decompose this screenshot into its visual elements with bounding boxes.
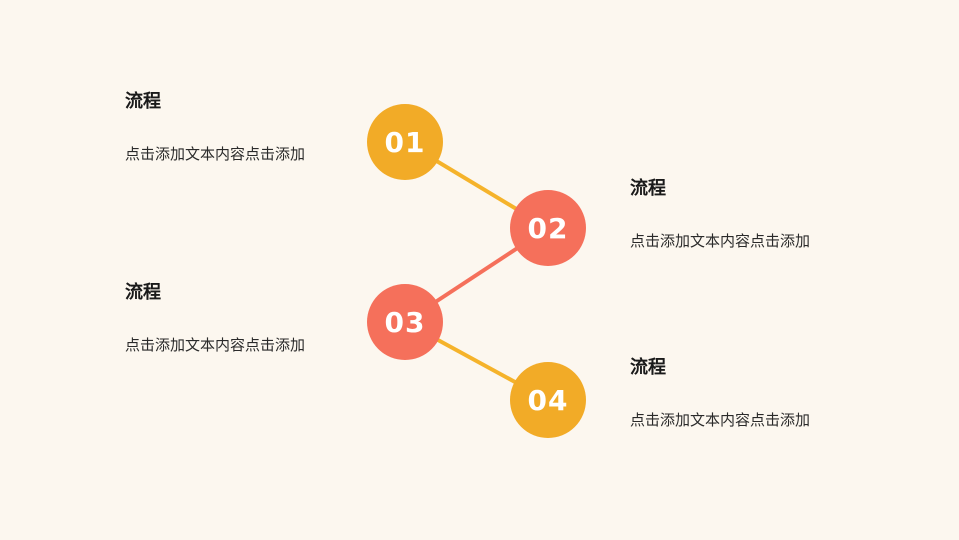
- step-title-04[interactable]: 流程: [630, 357, 666, 378]
- step-number-01: 01: [384, 125, 426, 159]
- step-circle-02[interactable]: 02: [510, 190, 586, 266]
- step-textblock-04: 流程 点击添加文本内容点击添加: [630, 356, 930, 430]
- step-number-03: 03: [384, 305, 426, 339]
- step-description-01[interactable]: 点击添加文本内容点击添加: [125, 145, 306, 163]
- step-description-02[interactable]: 点击添加文本内容点击添加: [630, 232, 811, 250]
- step-title-01[interactable]: 流程: [125, 91, 161, 112]
- step-circle-01[interactable]: 01: [367, 104, 443, 180]
- step-circle-03[interactable]: 03: [367, 284, 443, 360]
- step-circle-04[interactable]: 04: [510, 362, 586, 438]
- step-textblock-02: 流程 点击添加文本内容点击添加: [630, 177, 930, 251]
- step-description-03[interactable]: 点击添加文本内容点击添加: [125, 336, 306, 354]
- step-number-04: 04: [527, 383, 569, 417]
- step-textblock-03: 流程 点击添加文本内容点击添加: [125, 281, 425, 355]
- step-textblock-01: 流程 点击添加文本内容点击添加: [125, 90, 425, 164]
- step-title-02[interactable]: 流程: [630, 178, 666, 199]
- step-description-04[interactable]: 点击添加文本内容点击添加: [630, 411, 811, 429]
- step-title-03[interactable]: 流程: [125, 282, 161, 303]
- step-number-02: 02: [527, 211, 569, 245]
